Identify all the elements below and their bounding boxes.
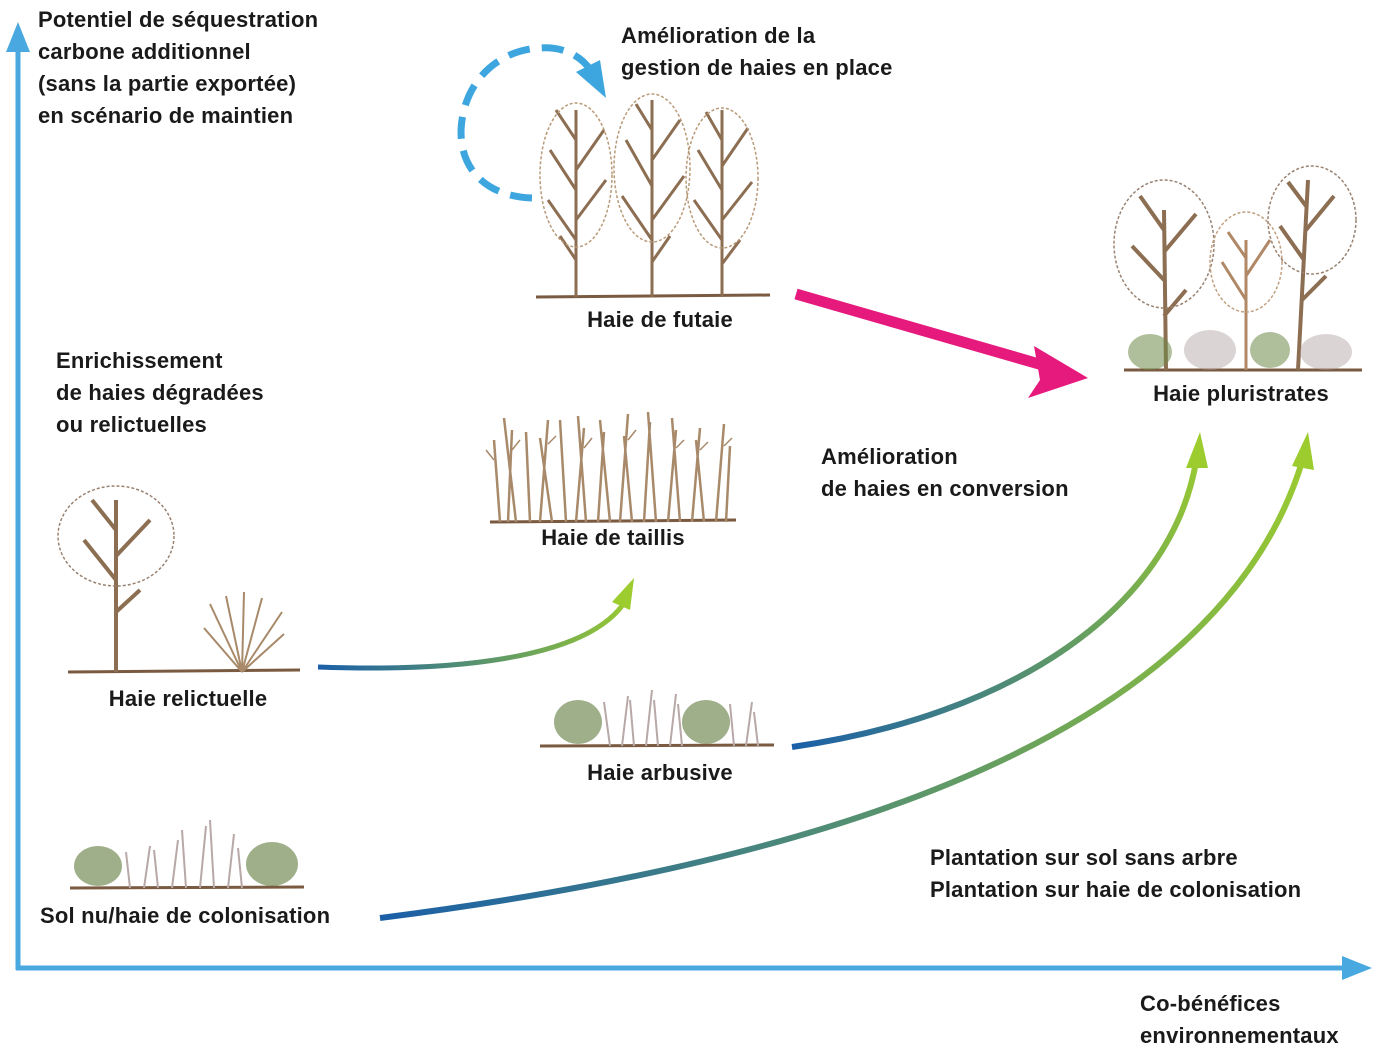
tree-icon (539, 102, 613, 297)
y-axis-label: Potentiel de séquestration carbone addit… (38, 7, 319, 128)
dashed-loop-icon (457, 44, 606, 202)
x-axis (16, 956, 1372, 980)
node-label-futaie: Haie de futaie (587, 307, 733, 332)
arrow-relictuelle-to-taillis (317, 578, 634, 671)
ground-line (67, 668, 301, 674)
futaie-illustration (535, 93, 771, 299)
pluristrates-illustration (1113, 165, 1362, 372)
tree-icon (1209, 211, 1283, 370)
node-label-arbusive: Haie arbusive (587, 760, 733, 785)
arrow-arbusive-to-pluristrates (791, 432, 1208, 750)
tree-icon (1267, 165, 1357, 371)
node-label-pluristrates: Haie pluristrates (1153, 381, 1329, 406)
arrow-futaie-to-pluristrates (794, 288, 1088, 398)
y-axis-arrowhead (6, 22, 30, 52)
ground-line (69, 885, 305, 890)
shrub-icon (203, 591, 285, 673)
shrub-icon (74, 842, 298, 886)
annotation-plantation: Plantation sur sol sans arbre Plantation… (930, 845, 1302, 902)
tree-icon (685, 107, 759, 297)
y-axis (6, 22, 30, 970)
shrub-icon (1128, 330, 1352, 370)
x-axis-label: Co-bénéfices environnementaux (1140, 991, 1339, 1048)
arrow-solnu-to-pluristrates (379, 432, 1314, 921)
annotation-gestion: Amélioration de la gestion de haies en p… (621, 23, 893, 80)
taillis-illustration (485, 411, 737, 524)
tree-icon (57, 485, 175, 672)
solnu-illustration (69, 819, 305, 890)
annotation-conversion: Amélioration de haies en conversion (821, 444, 1069, 501)
relictuelle-illustration (57, 485, 301, 674)
shrub-icon (554, 700, 730, 744)
tree-icon (1113, 179, 1215, 371)
tree-icon (613, 93, 691, 297)
x-axis-arrowhead (1342, 956, 1372, 980)
node-label-solnu: Sol nu/haie de colonisation (40, 903, 331, 928)
node-label-taillis: Haie de taillis (541, 525, 685, 550)
arbusive-illustration (539, 689, 775, 748)
annotation-enrichissement: Enrichissement de haies dégradées ou rel… (56, 348, 264, 437)
node-label-relictuelle: Haie relictuelle (108, 686, 268, 711)
